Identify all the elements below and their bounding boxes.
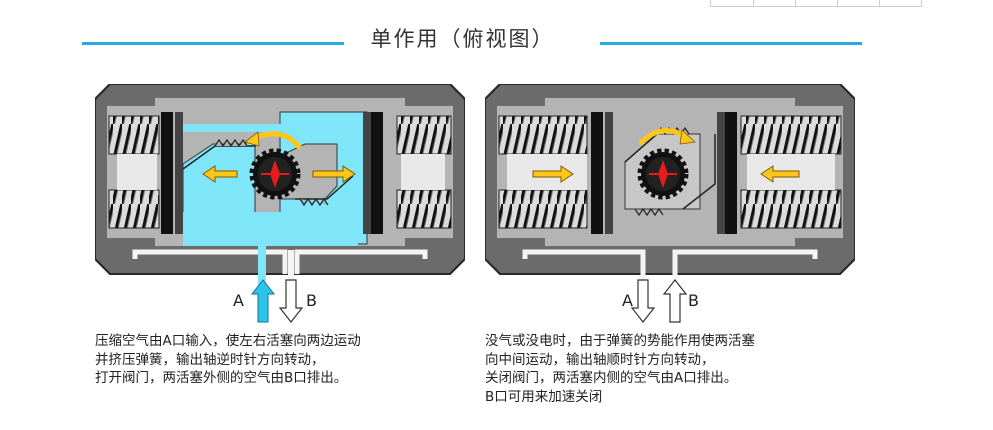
left-spring [108,115,160,229]
right-piston [717,112,737,234]
left-caption-line: 并挤压弹簧，输出轴逆时针方向转动， [95,351,325,368]
right-piston [295,112,383,234]
right-port-b-label: B [688,291,699,310]
single-acting-close-diagram [485,84,855,323]
right-caption: 没气或没电时，由于弹簧的势能作用使两活塞 向中间运动，输出轴顺时针方向转动， 关… [485,332,755,406]
output-shaft-gear-icon [637,148,689,200]
left-caption-line: 压缩空气由A口输入，使左右活塞向两边运动 [95,333,361,349]
right-caption-line: 向中间运动，输出轴顺时针方向转动， [485,351,715,368]
right-caption-line: B口可用来加速关闭 [485,388,603,405]
port-b-out-arrow-icon [278,279,304,323]
air-ports [522,249,818,294]
left-piston [591,112,613,234]
left-caption: 压缩空气由A口输入，使左右活塞向两边运动 并挤压弹簧，输出轴逆时针方向转动， 打… [95,332,361,388]
port-b-arrow-icon [662,279,688,323]
piston-direction-right-arrow-icon [312,165,356,183]
left-caption-line: 打开阀门，两活塞外侧的空气由B口排出。 [95,370,348,386]
page-title: 单作用（俯视图） [370,27,555,51]
port-a-in-arrow-icon [250,279,276,323]
right-caption-line: 关闭阀门，两活塞内侧的空气由A口排出。 [485,370,738,386]
output-shaft-gear-icon [249,148,301,200]
air-ports [132,244,428,294]
title-line-right [600,42,862,45]
piston-direction-left-arrow-icon [760,165,800,183]
left-port-a-label: A [233,291,244,310]
right-spring [396,115,452,229]
port-a-out-arrow-icon [630,279,656,323]
left-port-b-label: B [306,291,317,310]
clockwise-rotation-arrow-icon [638,128,696,146]
single-acting-open-diagram [95,84,465,323]
left-piston [161,112,256,234]
corner-frame [710,0,922,7]
piston-direction-left-arrow-icon [202,165,238,183]
right-port-a-label: A [622,291,633,310]
title-line-left [82,42,344,45]
piston-direction-right-arrow-icon [532,165,574,183]
counterclockwise-rotation-arrow-icon [244,131,302,150]
right-caption-line: 没气或没电时，由于弹簧的势能作用使两活塞 [485,333,755,349]
